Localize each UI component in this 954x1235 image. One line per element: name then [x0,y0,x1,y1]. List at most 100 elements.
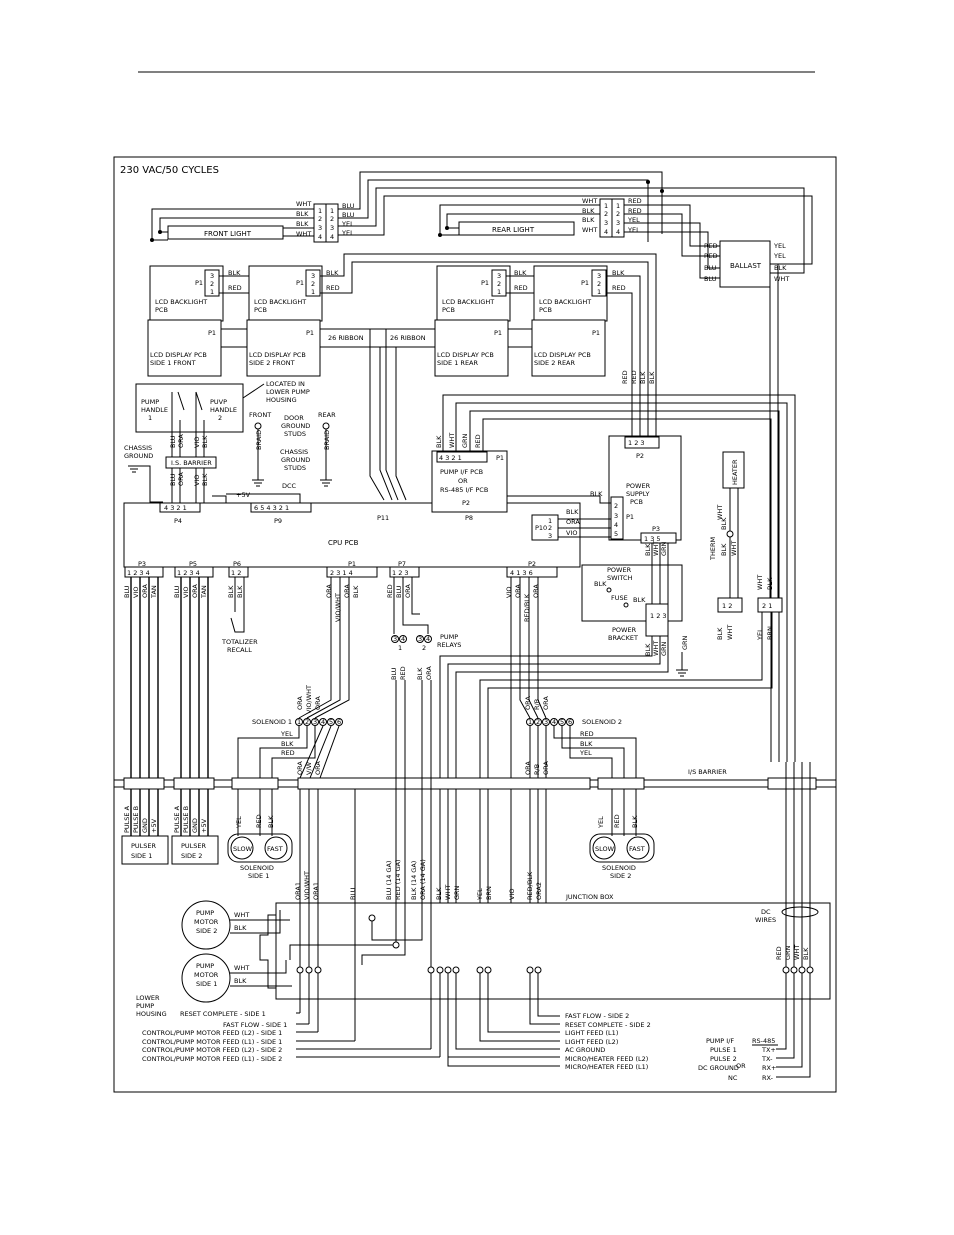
svg-text:P9: P9 [274,517,282,525]
svg-text:ORA1: ORA1 [294,882,302,900]
solenoid-side-1: SLOW FAST SOLENOID SIDE 1 YEL RED BLK [227,789,293,880]
svg-text:P1: P1 [208,329,216,337]
svg-text:GRN: GRN [461,433,469,448]
svg-text:ORA: ORA [314,761,322,775]
svg-text:PUVP: PUVP [210,398,227,406]
svg-text:3: 3 [330,224,334,232]
svg-text:VIO/WHT: VIO/WHT [305,685,313,714]
svg-text:26 RIBBON: 26 RIBBON [328,334,364,342]
svg-text:6: 6 [337,718,341,726]
svg-text:ORA: ORA [532,584,540,598]
svg-text:P4: P4 [174,517,182,525]
svg-text:PUMP: PUMP [196,962,214,970]
svg-text:BLK: BLK [716,627,724,640]
svg-text:BRAID: BRAID [323,430,331,450]
svg-text:FAST: FAST [629,845,645,853]
svg-text:1 2 3: 1 2 3 [650,612,667,620]
svg-text:5: 5 [560,718,564,726]
svg-text:1: 1 [597,288,601,296]
svg-text:4: 4 [321,718,325,726]
svg-text:BLK: BLK [612,269,625,277]
svg-text:WHT: WHT [716,505,724,520]
svg-text:RED: RED [514,284,528,292]
svg-text:CONTROL/PUMP MOTOR FEED (L2) -: CONTROL/PUMP MOTOR FEED (L2) - SIDE 1 [142,1029,282,1037]
svg-text:WHT: WHT [774,275,789,283]
diagram-frame [113,156,837,1093]
svg-text:ORA: ORA [177,434,185,448]
lcd-backlight-pcb-1: 321 P1 LCD BACKLIGHT PCB [149,265,224,322]
svg-text:1: 1 [210,288,214,296]
svg-text:2: 2 [597,280,601,288]
svg-text:YEL: YEL [341,220,354,228]
svg-text:BLU: BLU [349,887,357,900]
svg-text:WHT: WHT [234,911,249,919]
svg-text:ORA: ORA [566,518,580,526]
svg-text:2: 2 [210,280,214,288]
svg-text:ORA: ORA [191,584,199,598]
svg-text:YEL: YEL [597,816,605,829]
svg-text:LCD DISPLAY PCB: LCD DISPLAY PCB [534,351,591,359]
svg-text:2 1: 2 1 [762,602,772,610]
svg-text:LCD DISPLAY PCB: LCD DISPLAY PCB [249,351,306,359]
solenoid-1-terminal: SOLENOID 1 1 2 3 4 5 6 ORA VIO/WHT ORA Y… [252,685,343,757]
svg-text:P11: P11 [377,514,389,522]
svg-text:SIDE 1 REAR: SIDE 1 REAR [437,359,478,367]
svg-text:WIRES: WIRES [755,916,776,924]
svg-text:1 2: 1 2 [231,569,241,577]
svg-text:WHT: WHT [793,945,801,960]
svg-text:P2: P2 [636,452,644,460]
svg-text:6: 6 [568,718,572,726]
svg-text:BRAID: BRAID [255,430,263,450]
svg-text:BLK: BLK [580,740,593,748]
svg-text:TAN: TAN [200,585,208,599]
svg-text:BLK: BLK [639,371,647,384]
svg-text:BLK: BLK [774,264,787,272]
cpu-pcb: CPU PCB 4 3 2 1 P4 6 5 4 3 2 1 P9 P11 12… [123,502,581,578]
svg-text:YEL: YEL [627,226,640,234]
svg-text:RECALL: RECALL [227,646,252,654]
svg-text:ORA2: ORA2 [535,882,543,900]
svg-text:PCB: PCB [254,306,267,314]
svg-text:WHT: WHT [448,433,456,448]
svg-text:HANDLE: HANDLE [210,406,237,414]
svg-text:RED: RED [630,370,638,384]
svg-text:2: 2 [616,210,620,218]
svg-text:BLK: BLK [633,596,646,604]
svg-text:LOWER PUMP: LOWER PUMP [266,388,310,396]
svg-text:2 3 1 4: 2 3 1 4 [330,569,353,577]
svg-text:YEL: YEL [280,730,293,738]
lcd-backlight-pcb-2: 321 P1 LCD BACKLIGHT PCB [248,265,323,322]
svg-text:SOLENOID 1: SOLENOID 1 [252,718,292,726]
svg-text:LCD BACKLIGHT: LCD BACKLIGHT [442,298,494,306]
svg-text:BLK: BLK [281,740,294,748]
svg-text:4: 4 [614,521,618,529]
ballast: BALLAST RED RED BLU BLU YEL YEL BLK WHT [704,240,789,288]
svg-text:PUMP: PUMP [141,398,159,406]
svg-text:4 3 2 1: 4 3 2 1 [164,504,187,512]
svg-text:BLU: BLU [704,275,717,283]
svg-text:LCD DISPLAY PCB: LCD DISPLAY PCB [437,351,494,359]
svg-text:NC: NC [728,1074,738,1082]
svg-text:RED/BLK: RED/BLK [526,871,534,900]
svg-text:1 2 3: 1 2 3 [392,569,409,577]
svg-text:THERM: THERM [709,537,717,561]
svg-text:BLU: BLU [173,585,181,598]
svg-text:ORA: ORA [425,666,433,680]
svg-text:SIDE 2: SIDE 2 [196,927,217,935]
svg-text:V/W: V/W [305,761,313,775]
svg-text:P1: P1 [348,560,356,568]
svg-text:1 3 5: 1 3 5 [644,535,661,543]
svg-text:BLU: BLU [123,585,131,598]
svg-text:FAST: FAST [267,845,283,853]
svg-text:PULSE A: PULSE A [123,805,131,833]
svg-text:VIO: VIO [508,889,516,900]
svg-text:WHT: WHT [730,541,738,556]
svg-text:CPU PCB: CPU PCB [328,539,359,547]
svg-text:4: 4 [318,233,322,241]
svg-text:WHT: WHT [444,885,452,900]
svg-text:BLU: BLU [169,473,177,486]
p7-relay-wires: RED BLU ORA 3 4 3 4 1 2 PUMP RELAYS BLU … [386,577,461,680]
svg-text:PUMP I/F: PUMP I/F [706,1037,734,1045]
svg-text:3: 3 [548,532,552,540]
